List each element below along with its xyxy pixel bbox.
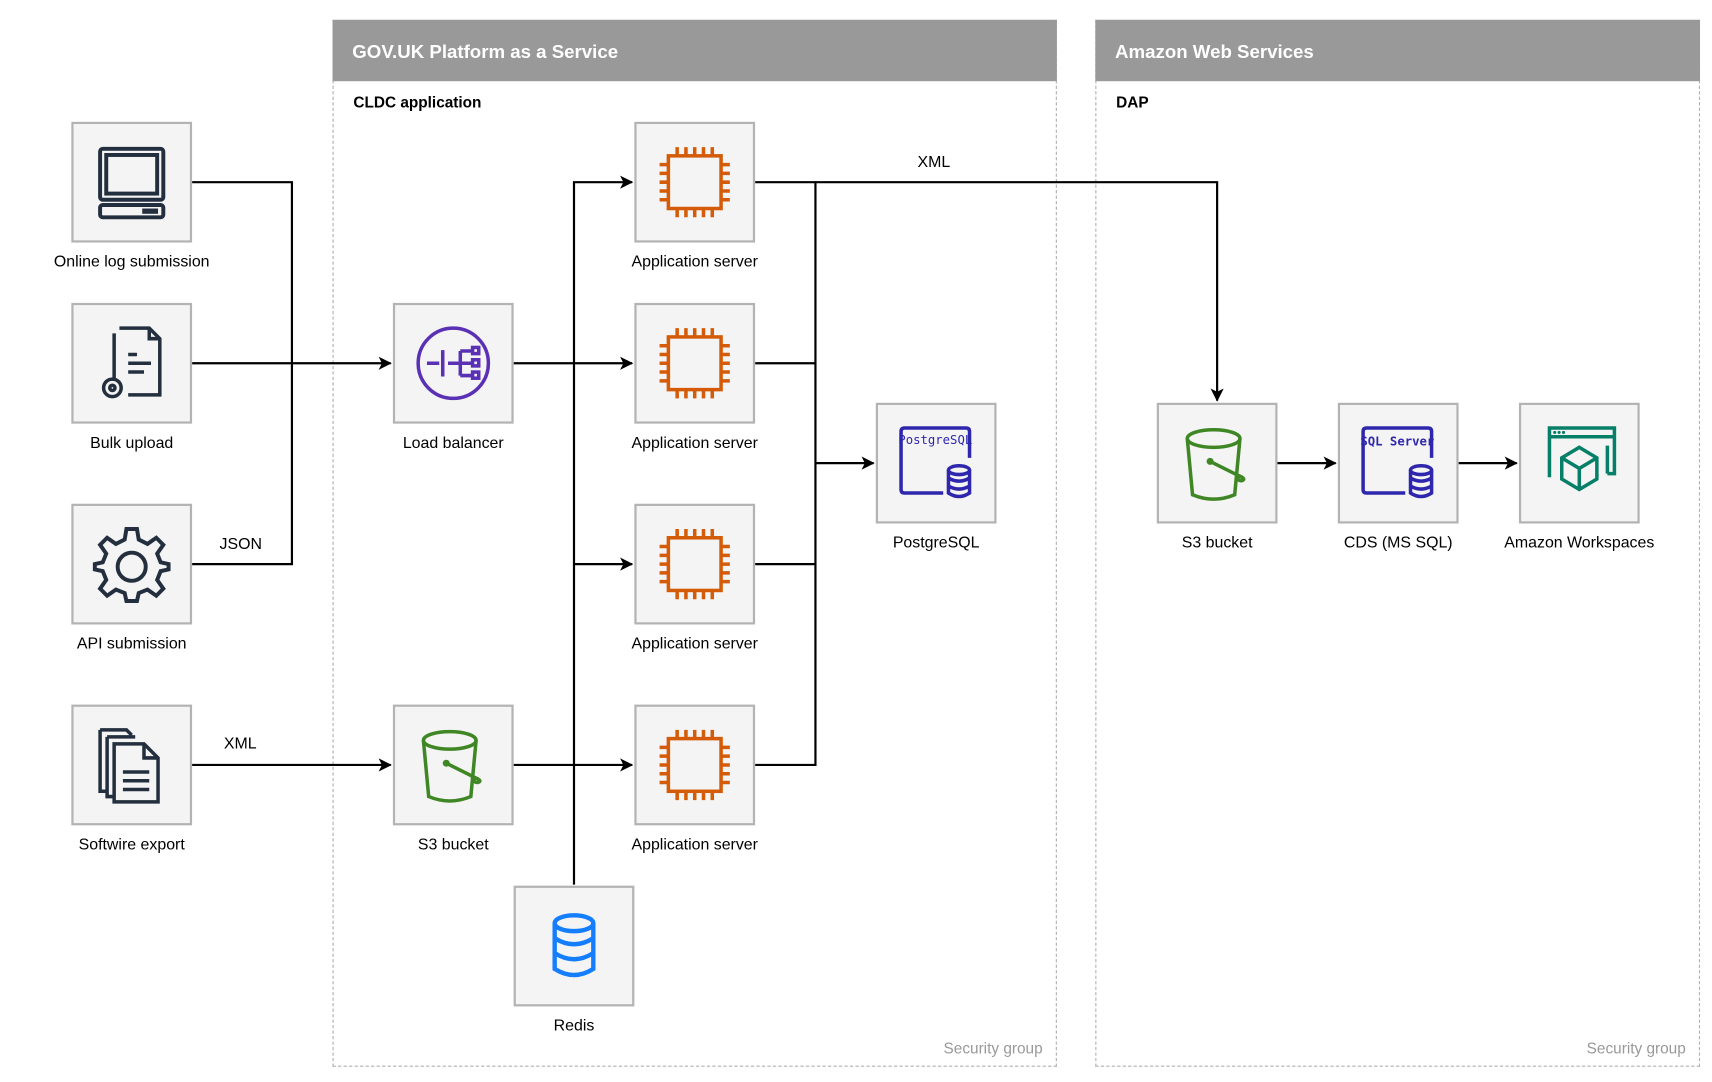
paas-group-title: GOV.UK Platform as a Service [332, 19, 1057, 82]
node-label: Softwire export [78, 836, 185, 854]
paas-group: GOV.UK Platform as a Service CLDC applic… [332, 19, 1057, 1067]
node-label: Bulk upload [90, 434, 174, 453]
load-balancer-icon [409, 319, 497, 407]
bulk-upload-node[interactable] [71, 302, 193, 424]
computer-icon [88, 138, 176, 226]
paas-group-subtitle: CLDC application [353, 93, 482, 111]
paas-s3-bucket-node[interactable] [392, 704, 514, 826]
edge-apps-bus [755, 181, 817, 767]
document-gear-icon [88, 319, 176, 407]
chip-icon [651, 319, 739, 407]
svg-text:SQL Server: SQL Server [1360, 435, 1434, 449]
application-server-node[interactable] [634, 121, 756, 243]
postgresql-node[interactable]: PostgreSQL [875, 402, 997, 524]
online-log-submission-node[interactable] [71, 121, 193, 243]
node-label: Amazon Workspaces [1504, 534, 1655, 553]
aws-group: Amazon Web Services DAP Security group [1095, 19, 1701, 1067]
application-server-node[interactable] [634, 302, 756, 424]
api-submission-node[interactable] [71, 503, 193, 625]
node-label: S3 bucket [417, 836, 489, 854]
gear-icon [88, 520, 176, 608]
node-label: Application server [631, 635, 758, 654]
xml-export-edge-label: XML [223, 735, 257, 753]
bucket-icon [1173, 419, 1261, 507]
chip-icon [651, 520, 739, 608]
amazon-workspaces-node[interactable] [1518, 402, 1640, 524]
node-label: Online log submission [53, 253, 210, 272]
postgresql-icon: PostgreSQL [892, 419, 980, 507]
softwire-export-node[interactable] [71, 704, 193, 826]
edge-online-log [192, 181, 294, 566]
svg-text:PostgreSQL: PostgreSQL [898, 433, 972, 447]
bucket-icon [409, 721, 497, 809]
node-label: Application server [631, 836, 758, 854]
application-server-node[interactable] [634, 704, 756, 826]
xml-dap-edge-label: XML [917, 153, 951, 172]
sql-server-icon: SQL Server [1354, 419, 1442, 507]
database-icon [530, 902, 618, 990]
node-label: CDS (MS SQL) [1343, 534, 1453, 553]
node-label: S3 bucket [1181, 534, 1253, 553]
documents-icon [88, 721, 176, 809]
paas-security-group-label: Security group [943, 1039, 1043, 1057]
redis-node[interactable] [513, 885, 635, 1007]
node-label: Application server [631, 434, 758, 453]
chip-icon [651, 721, 739, 809]
edge-xml-to-dap [815, 181, 1224, 402]
application-server-node[interactable] [634, 503, 756, 625]
edge-redis-bus [572, 175, 634, 885]
aws-s3-bucket-node[interactable] [1156, 402, 1278, 524]
aws-group-title: Amazon Web Services [1095, 19, 1701, 82]
node-label: Redis [553, 1017, 595, 1035]
cds-node[interactable]: SQL Server [1337, 402, 1459, 524]
aws-security-group-label: Security group [1586, 1039, 1686, 1057]
load-balancer-node[interactable] [392, 302, 514, 424]
node-label: API submission [76, 635, 187, 654]
node-label: Load balancer [402, 434, 504, 453]
chip-icon [651, 138, 739, 226]
node-label: Application server [631, 253, 758, 272]
json-edge-label: JSON [219, 535, 262, 554]
node-label: PostgreSQL [892, 534, 980, 553]
aws-group-subtitle: DAP [1116, 93, 1149, 111]
workspaces-icon [1535, 419, 1623, 507]
